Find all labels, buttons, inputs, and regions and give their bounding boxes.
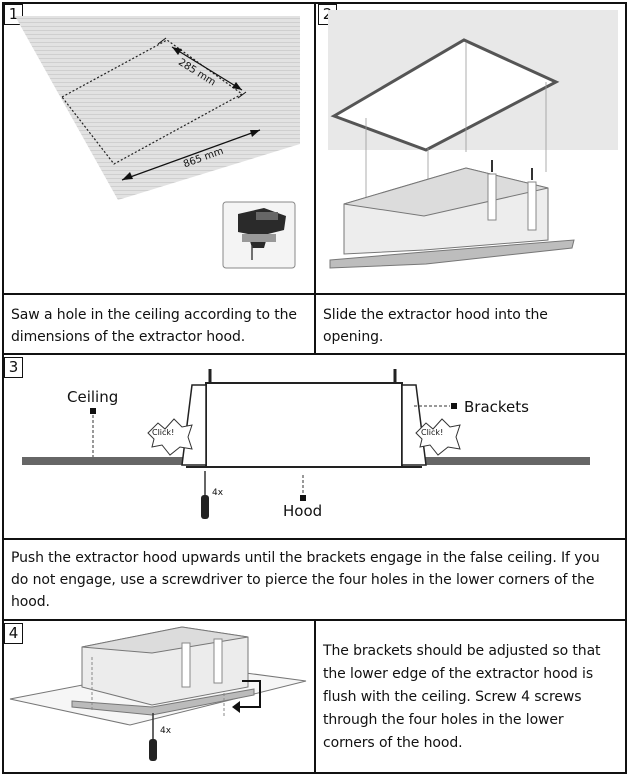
divider — [2, 353, 627, 355]
label-marker — [90, 408, 96, 414]
bracket — [181, 384, 207, 466]
adjust-arrow — [240, 680, 261, 708]
hood-rim — [329, 239, 575, 269]
dimension-arrow — [171, 46, 243, 91]
step-number: 4 — [4, 623, 23, 644]
step-number: 3 — [4, 357, 23, 378]
divider — [314, 2, 316, 354]
screw-count: 4x — [160, 726, 172, 736]
step4-illustration — [9, 626, 307, 761]
ceiling-opening — [330, 38, 560, 152]
click-burst — [147, 418, 193, 456]
label-brackets: Brackets — [464, 398, 529, 416]
step1-illustration — [15, 16, 300, 269]
dimension-arrow — [121, 129, 261, 181]
step3-caption: Push the extractor hood upwards until th… — [11, 550, 600, 610]
hood-body — [205, 382, 403, 468]
label-ceiling: Ceiling — [67, 388, 119, 406]
screwdriver-icon — [201, 495, 209, 519]
screwdriver-icon — [149, 739, 157, 761]
label-hood: Hood — [283, 502, 323, 520]
click-label: Click! — [152, 428, 175, 437]
step3-illustration — [22, 369, 590, 519]
ceiling-surface — [15, 16, 300, 200]
divider — [2, 538, 627, 540]
click-label: Click! — [421, 428, 444, 437]
ceiling-panel — [407, 457, 590, 465]
step2-illustration — [328, 10, 618, 269]
label-marker — [451, 403, 457, 409]
step4-caption: The brackets should be adjusted so that … — [323, 643, 601, 751]
label-marker — [300, 495, 306, 501]
step1-caption: Saw a hole in the ceiling according to t… — [11, 307, 297, 345]
divider — [314, 619, 316, 774]
bracket — [401, 384, 427, 466]
screw-count: 4x — [212, 488, 224, 498]
click-burst — [415, 418, 461, 456]
ceiling-panel — [22, 457, 192, 465]
step2-caption: Slide the extractor hood into the openin… — [323, 307, 548, 345]
hood-rim — [71, 688, 255, 716]
